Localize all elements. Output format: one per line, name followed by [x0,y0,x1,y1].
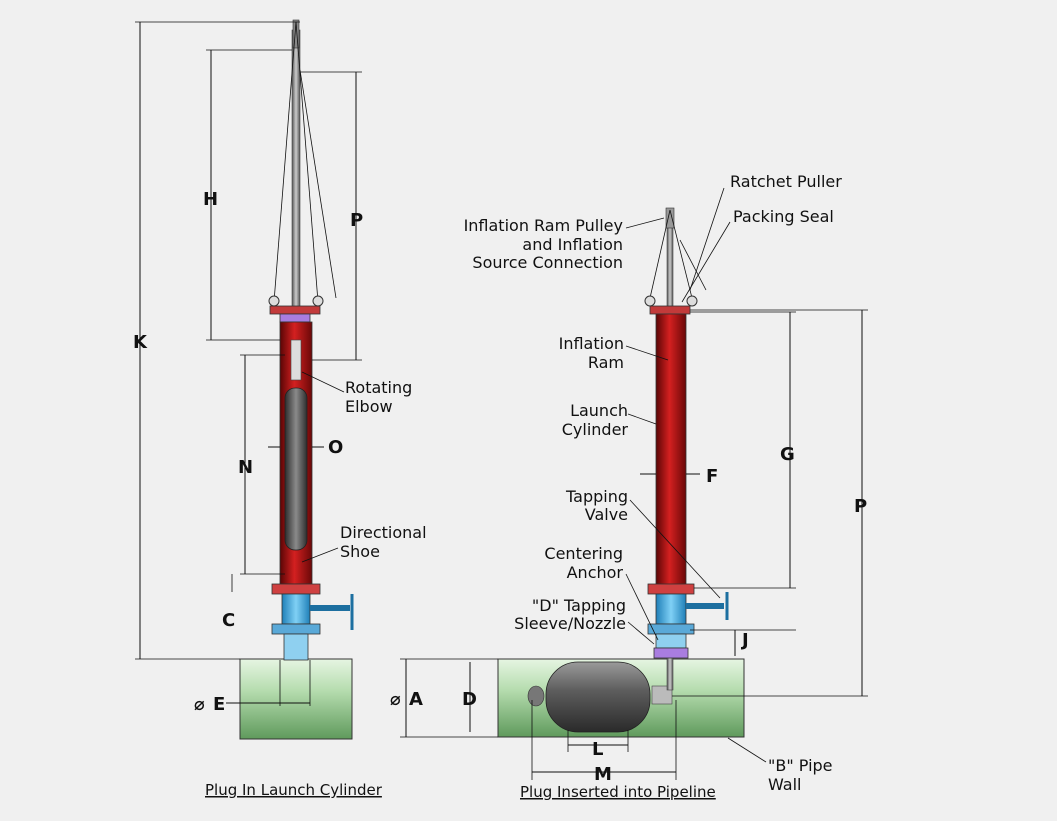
right-tapping-valve [655,593,687,625]
label-pulley-3: Source Connection [472,253,623,272]
left-pipe [239,658,353,740]
dim-a: A [409,689,423,710]
label-rotating-elbow-2: Elbow [345,397,393,416]
rotating-elbow-part [290,339,302,381]
ram-pulley [665,207,675,229]
inflated-plug [545,661,651,733]
label-rotating-elbow-1: Rotating [345,378,412,397]
left-plug [284,387,308,551]
label-tapping-valve-2: Valve [585,505,628,524]
label-pipe-wall-2: Wall [768,775,802,794]
dim-phi-a: ⌀ [390,689,401,710]
left-ram-rod [291,29,301,331]
label-directional-shoe-1: Directional [340,523,427,542]
dim-p-right: P [854,496,867,517]
label-sleeve-2: Sleeve/Nozzle [514,614,626,633]
label-packing-seal: Packing Seal [733,207,834,226]
dim-e: E [213,694,225,715]
label-pipe-wall-1: "B" Pipe [768,756,833,775]
label-ratchet-puller: Ratchet Puller [730,172,842,191]
label-launch-cylinder-2: Cylinder [562,420,629,439]
label-inflation-ram-2: Ram [588,353,624,372]
left-eye-bolt [268,295,280,307]
label-inflation-ram-1: Inflation [559,334,624,353]
dim-o: O [328,437,343,458]
dim-h: H [203,189,218,210]
label-launch-cylinder-1: Launch [570,401,628,420]
left-assembly: K H P N O C ⌀ E Rotating Elbow Direction… [133,19,427,799]
dim-l: L [592,739,603,760]
caption-right: Plug Inserted into Pipeline [520,783,716,801]
dim-phi-e: ⌀ [194,694,205,715]
left-tapping-valve [281,593,311,625]
dim-n: N [238,457,253,478]
right-seal [653,647,689,659]
dim-m: M [594,764,612,785]
right-launch-cylinder [655,313,687,587]
caption-left: Plug In Launch Cylinder [205,781,383,799]
label-pulley-1: Inflation Ram Pulley [464,216,623,235]
right-assembly: G P F J ⌀ A D L M Ratchet Puller Packing… [390,172,868,801]
dim-g: G [780,444,795,465]
label-tapping-valve-1: Tapping [565,487,628,506]
dim-k: K [133,332,148,353]
left-eye-bolt [312,295,324,307]
left-nozzle [283,633,309,661]
dim-c: C [222,610,235,631]
label-directional-shoe-2: Shoe [340,542,380,561]
dim-p-left: P [350,210,363,231]
label-centering-1: Centering [544,544,623,563]
label-sleeve-1: "D" Tapping [532,596,626,615]
label-centering-2: Anchor [567,563,624,582]
label-pulley-2: and Inflation [522,235,623,254]
left-packing-seal [279,313,311,323]
dim-j: J [740,630,749,651]
dim-d: D [462,689,477,710]
left-top-flange [269,305,321,315]
left-rod-top [292,19,300,49]
dim-f: F [706,466,718,487]
